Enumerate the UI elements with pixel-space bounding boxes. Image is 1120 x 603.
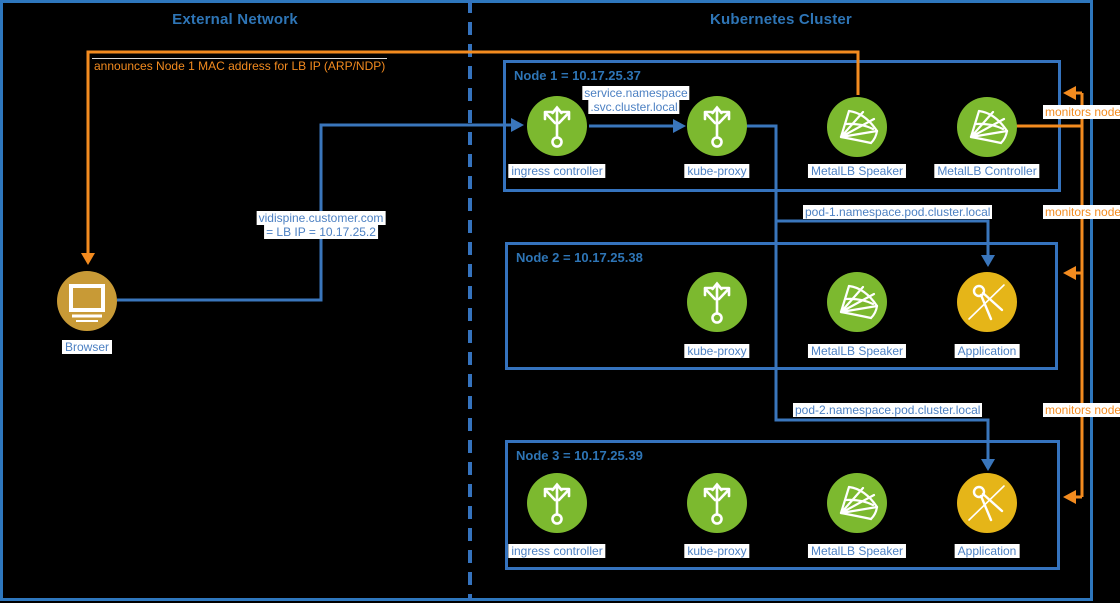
monitors-node2-annotation: monitors node <box>1043 205 1120 219</box>
arrowhead-into-node2-application <box>981 255 995 267</box>
node2-kubeproxy-label: kube-proxy <box>684 344 750 358</box>
trident-arrows-icon <box>703 105 731 148</box>
node3-kube-proxy <box>687 473 747 533</box>
node1-controller-label: MetalLB Controller <box>934 164 1040 178</box>
browser-node <box>57 271 117 331</box>
arrowhead-into-kubeproxy <box>673 119 686 133</box>
vidispine-dns-annotation-line1: vidispine.customer.com <box>256 211 386 225</box>
node1-kubeproxy-label: kube-proxy <box>684 164 750 178</box>
metallb-fan-icon <box>839 284 879 320</box>
node1-speaker-label: MetalLB Speaker <box>807 164 907 178</box>
node3-box: Node 3 = 10.17.25.39 <box>505 440 1060 570</box>
monitors-node3-annotation: monitors node <box>1043 403 1120 417</box>
compass-icon <box>968 284 1005 321</box>
node1-metallb-speaker <box>827 97 887 157</box>
trident-arrows-icon <box>543 482 571 525</box>
trident-arrows-icon <box>703 281 731 324</box>
announce-annotation: announces Node 1 MAC address for LB IP (… <box>92 58 388 73</box>
node3-application <box>957 473 1017 533</box>
node1-ingress-controller <box>527 96 587 156</box>
arrowhead-into-ingress <box>511 118 524 132</box>
connector-kubeproxy-to-pod1 <box>776 219 990 256</box>
monitor-stub-lines <box>1075 91 1082 499</box>
arrowhead-into-browser <box>81 253 95 265</box>
monitor-icon <box>69 284 105 322</box>
node2-title: Node 2 = 10.17.25.38 <box>516 250 643 265</box>
external-network-title: External Network <box>172 11 298 28</box>
node2-application-label: Application <box>954 344 1020 358</box>
monitors-node1-annotation: monitors node <box>1043 105 1120 119</box>
diagram-outer-frame <box>0 0 1093 601</box>
node1-ingress-label: ingress controller <box>508 164 606 178</box>
orange-arrowheads <box>81 86 1076 504</box>
compass-icon <box>968 485 1005 522</box>
metallb-fan-icon <box>969 109 1009 145</box>
trident-arrows-icon <box>703 482 731 525</box>
node1-title: Node 1 = 10.17.25.37 <box>514 68 641 83</box>
pod2-dns-annotation: pod-2.namespace.pod.cluster.local <box>793 403 983 417</box>
arrowhead-monitors-node3 <box>1063 490 1076 504</box>
arrowhead-into-node3-application <box>981 459 995 471</box>
service-dns-annotation-line1: service.namespace <box>582 86 690 100</box>
service-dns-annotation-line2: .svc.cluster.local <box>588 100 680 114</box>
node3-application-label: Application <box>954 544 1020 558</box>
node3-speaker-label: MetalLB Speaker <box>807 544 907 558</box>
arrowhead-monitors-node1 <box>1063 86 1076 100</box>
node3-kubeproxy-label: kube-proxy <box>684 544 750 558</box>
connector-kubeproxy-to-pod2 <box>746 124 990 460</box>
metallb-fan-icon <box>839 485 879 521</box>
node1-metallb-controller <box>957 97 1017 157</box>
blue-arrowheads <box>511 118 995 471</box>
metallb-fan-icon <box>839 109 879 145</box>
connector-speaker-announce-to-browser <box>86 50 860 253</box>
kubernetes-cluster-title: Kubernetes Cluster <box>710 11 852 28</box>
vidispine-dns-annotation-line2: = LB IP = 10.17.25.2 <box>264 225 378 239</box>
node3-title: Node 3 = 10.17.25.39 <box>516 448 643 463</box>
node2-box: Node 2 = 10.17.25.38 <box>505 242 1058 370</box>
node2-speaker-label: MetalLB Speaker <box>807 344 907 358</box>
node2-kube-proxy <box>687 272 747 332</box>
orange-connectors <box>86 50 1084 499</box>
node3-metallb-speaker <box>827 473 887 533</box>
node2-metallb-speaker <box>827 272 887 332</box>
node2-application <box>957 272 1017 332</box>
node3-ingress-controller <box>527 473 587 533</box>
node3-ingress-label: ingress controller <box>508 544 606 558</box>
arrowhead-monitors-node2 <box>1063 266 1076 280</box>
trident-arrows-icon <box>543 105 571 148</box>
browser-label: Browser <box>61 340 113 354</box>
pod1-dns-annotation: pod-1.namespace.pod.cluster.local <box>803 205 993 219</box>
node1-kube-proxy <box>687 96 747 156</box>
